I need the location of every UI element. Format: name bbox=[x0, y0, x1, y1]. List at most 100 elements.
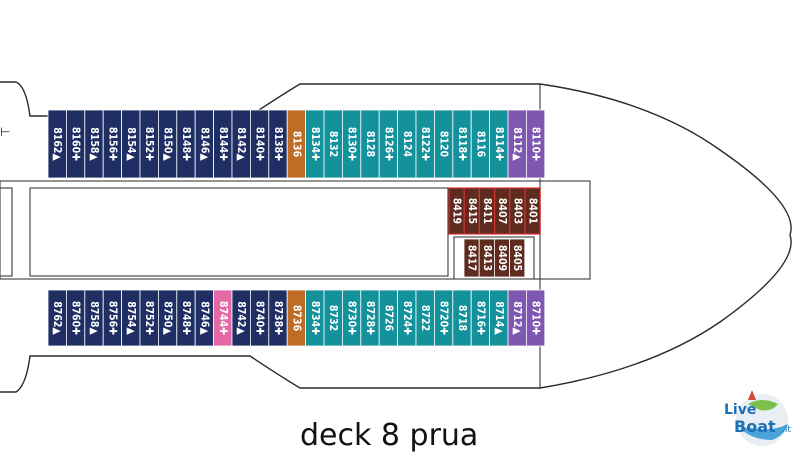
cabin-8146[interactable]: 8146▲ bbox=[194, 109, 214, 179]
stair-mark: ⊢ bbox=[0, 125, 10, 139]
cabin-number: 8722 bbox=[419, 305, 431, 331]
cabin-8148[interactable]: 8148✚ bbox=[176, 109, 196, 179]
cabin-8728[interactable]: 8728✚ bbox=[360, 289, 380, 347]
cabin-8130[interactable]: 8130✚ bbox=[341, 109, 362, 179]
cabin-number: 8409 bbox=[496, 245, 508, 271]
cabin-8407[interactable]: 8407 bbox=[494, 187, 511, 235]
cabin-8144[interactable]: 8144✚ bbox=[213, 109, 233, 179]
cabin-8762[interactable]: 8762▲ bbox=[47, 289, 67, 347]
cabin-number: 8134✚ bbox=[309, 127, 321, 161]
center-suite-box bbox=[453, 236, 535, 280]
cabin-8128[interactable]: 8128 bbox=[360, 109, 380, 179]
aft-block bbox=[0, 187, 13, 277]
cabin-8736[interactable]: 8736 bbox=[286, 289, 307, 347]
cabin-number: 8752✚ bbox=[143, 301, 155, 335]
cabin-8126[interactable]: 8126✚ bbox=[378, 109, 399, 179]
cabin-number: 8118✚ bbox=[456, 127, 468, 161]
cabin-8114[interactable]: 8114✚ bbox=[489, 109, 509, 179]
cabin-number: 8718 bbox=[456, 305, 468, 331]
cabin-number: 8712▲ bbox=[511, 301, 523, 335]
cabin-8134[interactable]: 8134✚ bbox=[305, 109, 325, 179]
cabin-number: 8122✚ bbox=[419, 127, 431, 161]
deck-title: deck 8 prua bbox=[300, 418, 479, 453]
cabin-8415[interactable]: 8415 bbox=[463, 187, 481, 235]
cabin-8150[interactable]: 8150▲ bbox=[157, 109, 178, 179]
cabin-8720[interactable]: 8720✚ bbox=[433, 289, 454, 347]
cabin-8413[interactable]: 8413 bbox=[478, 238, 495, 278]
cabin-number: 8128 bbox=[364, 131, 376, 157]
corridor-outer bbox=[0, 180, 591, 280]
cabin-number: 8162▲ bbox=[51, 127, 63, 161]
cabin-8409[interactable]: 8409 bbox=[493, 238, 510, 278]
cabin-8403[interactable]: 8403 bbox=[509, 187, 526, 235]
cabin-8401[interactable]: 8401 bbox=[524, 187, 541, 235]
cabin-8730[interactable]: 8730✚ bbox=[341, 289, 362, 347]
cabin-number: 8156✚ bbox=[106, 127, 118, 161]
cabin-8160[interactable]: 8160✚ bbox=[66, 109, 86, 179]
cabin-8405[interactable]: 8405 bbox=[509, 238, 526, 278]
cabin-8756[interactable]: 8756✚ bbox=[102, 289, 122, 347]
cabin-number: 8403 bbox=[511, 198, 523, 224]
cabin-8154[interactable]: 8154▲ bbox=[121, 109, 141, 179]
cabin-number: 8411 bbox=[481, 198, 493, 224]
cabin-8748[interactable]: 8748✚ bbox=[176, 289, 196, 347]
cabin-number: 8714▲ bbox=[493, 301, 505, 335]
cabin-8136[interactable]: 8136 bbox=[286, 109, 307, 179]
hull-outline bbox=[0, 81, 792, 393]
cabin-8740[interactable]: 8740✚ bbox=[249, 289, 270, 347]
cabin-8118[interactable]: 8118✚ bbox=[452, 109, 472, 179]
cabin-8156[interactable]: 8156✚ bbox=[102, 109, 122, 179]
cabin-8162[interactable]: 8162▲ bbox=[47, 109, 67, 179]
cabin-8152[interactable]: 8152✚ bbox=[139, 109, 159, 179]
cabin-8138[interactable]: 8138✚ bbox=[268, 109, 288, 179]
cabin-number: 8138✚ bbox=[272, 127, 284, 161]
cabin-8132[interactable]: 8132 bbox=[323, 109, 343, 179]
cabin-8122[interactable]: 8122✚ bbox=[415, 109, 435, 179]
cabin-8754[interactable]: 8754▲ bbox=[121, 289, 141, 347]
cabin-8120[interactable]: 8120 bbox=[433, 109, 454, 179]
cabin-number: 8760✚ bbox=[70, 301, 82, 335]
cabin-8744[interactable]: 8744✚ bbox=[213, 289, 233, 347]
cabin-8734[interactable]: 8734✚ bbox=[305, 289, 325, 347]
cabin-8116[interactable]: 8116 bbox=[470, 109, 491, 179]
cabin-number: 8710✚ bbox=[530, 301, 542, 335]
cabin-number: 8730✚ bbox=[346, 301, 358, 335]
cabin-number: 8405 bbox=[511, 245, 523, 271]
cabin-8746[interactable]: 8746▲ bbox=[194, 289, 214, 347]
cabin-number: 8724✚ bbox=[401, 301, 413, 335]
cabin-8716[interactable]: 8716✚ bbox=[470, 289, 491, 347]
cabin-8419[interactable]: 8419 bbox=[448, 187, 465, 235]
cabin-number: 8154▲ bbox=[125, 127, 137, 161]
cabin-8760[interactable]: 8760✚ bbox=[66, 289, 86, 347]
liveboat-logo: Live Boat .it bbox=[722, 380, 800, 452]
cabin-8158[interactable]: 8158▲ bbox=[84, 109, 104, 179]
cabin-8722[interactable]: 8722 bbox=[415, 289, 435, 347]
cabin-number: 8415 bbox=[466, 198, 478, 224]
cabin-8112[interactable]: 8112▲ bbox=[507, 109, 527, 179]
cabin-8742[interactable]: 8742▲ bbox=[231, 289, 251, 347]
cabin-8417[interactable]: 8417 bbox=[463, 238, 480, 278]
cabin-box bbox=[526, 289, 546, 347]
cabin-row-top: 8162▲8160✚8158▲8156✚ 8154▲8152✚8150▲8148✚… bbox=[47, 109, 546, 179]
cabin-8726[interactable]: 8726 bbox=[378, 289, 399, 347]
cabin-8411[interactable]: 8411 bbox=[478, 187, 496, 235]
cabin-number: 8142▲ bbox=[235, 127, 247, 161]
cabin-number: 8417 bbox=[466, 245, 478, 271]
cabin-8714[interactable]: 8714▲ bbox=[489, 289, 509, 347]
cabin-8142[interactable]: 8142▲ bbox=[231, 109, 251, 179]
cabin-8718[interactable]: 8718 bbox=[452, 289, 472, 347]
cabin-8710[interactable]: 8710✚ bbox=[526, 289, 546, 347]
logo-globe-icon: Live Boat .it bbox=[724, 390, 791, 446]
cabin-8732[interactable]: 8732 bbox=[323, 289, 343, 347]
cabin-number: 8720✚ bbox=[438, 301, 450, 335]
cabin-8738[interactable]: 8738✚ bbox=[268, 289, 288, 347]
cabin-8124[interactable]: 8124 bbox=[397, 109, 417, 179]
cabin-8758[interactable]: 8758▲ bbox=[84, 289, 104, 347]
cabin-8750[interactable]: 8750▲ bbox=[157, 289, 178, 347]
cabin-8752[interactable]: 8752✚ bbox=[139, 289, 159, 347]
cabin-8140[interactable]: 8140✚ bbox=[249, 109, 270, 179]
cabin-8712[interactable]: 8712▲ bbox=[507, 289, 527, 347]
cabin-number: 8148✚ bbox=[180, 127, 192, 161]
cabin-8110[interactable]: 8110✚ bbox=[526, 109, 546, 179]
cabin-8724[interactable]: 8724✚ bbox=[397, 289, 417, 347]
